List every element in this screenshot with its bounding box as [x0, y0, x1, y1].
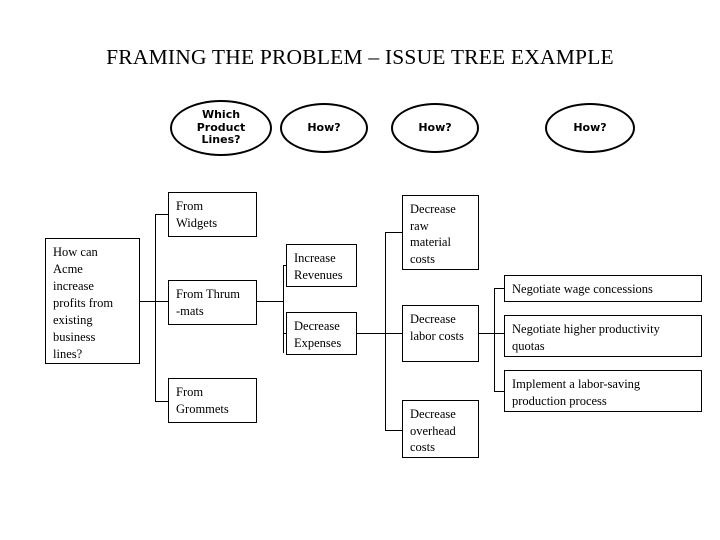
- node-line: raw: [410, 218, 429, 233]
- node-from-thrum-mats: From Thrum -mats: [168, 280, 257, 325]
- node-line: Increase: [294, 251, 336, 265]
- node-line: Decrease: [294, 319, 340, 333]
- connector-decrease-labor-costs-out: [479, 333, 505, 334]
- node-line: From Thrum: [176, 287, 241, 301]
- connector-to-from-thrum-mats: [155, 301, 169, 302]
- node-line: Decrease: [410, 202, 456, 216]
- connector-to-from-widgets: [155, 214, 169, 215]
- header-line: How?: [307, 120, 341, 134]
- node-line: labor costs: [410, 328, 464, 343]
- header-line: Product: [196, 120, 246, 134]
- header-which-product-lines: Which Product Lines?: [170, 100, 272, 156]
- page-title: FRAMING THE PROBLEM – ISSUE TREE EXAMPLE: [106, 45, 614, 69]
- node-line: From: [176, 199, 204, 213]
- node-line: Decrease: [410, 312, 456, 326]
- node-line: From: [176, 385, 204, 399]
- connector-to-decrease-raw-material-costs: [385, 232, 403, 233]
- connector-decrease-expenses-out: [357, 333, 386, 334]
- node-line: Widgets: [176, 215, 218, 230]
- connector-to-decrease-labor-costs: [385, 333, 403, 334]
- node-root-question: How can Acme increase profits from exist…: [45, 238, 140, 364]
- connector-to-negotiate-wage-concessions: [494, 288, 505, 289]
- header-line: How?: [418, 120, 452, 134]
- header-how-2: How?: [391, 103, 479, 153]
- connector-to-increase-revenues: [283, 265, 287, 266]
- node-line: -mats: [176, 303, 204, 318]
- connector-to-negotiate-higher-productivity-quotas: [494, 333, 505, 334]
- node-line: Acme: [53, 262, 83, 276]
- node-line: costs: [410, 440, 435, 454]
- node-line: How can: [53, 245, 98, 259]
- header-how-3: How?: [545, 103, 635, 153]
- node-line: business: [53, 330, 96, 344]
- node-line: existing: [53, 313, 93, 327]
- connector-root-out: [140, 301, 168, 302]
- node-line: Expenses: [294, 335, 342, 350]
- connector-level4-spine: [494, 288, 495, 392]
- node-line: costs: [410, 251, 435, 266]
- node-line: Negotiate wage concessions: [512, 282, 653, 296]
- node-decrease-expenses: Decrease Expenses: [286, 312, 357, 355]
- connector-to-decrease-expenses: [283, 333, 287, 334]
- node-line: Revenues: [294, 267, 343, 282]
- node-line: material: [410, 235, 451, 249]
- header-line: Lines?: [201, 133, 241, 147]
- connector-level1-spine: [155, 214, 156, 402]
- connector-to-implement-labor-saving-production-process: [494, 391, 505, 392]
- header-how-1: How?: [280, 103, 368, 153]
- node-negotiate-higher-productivity-quotas: Negotiate higher productivity quotas: [504, 315, 702, 357]
- connector-to-from-grommets: [155, 401, 169, 402]
- node-decrease-raw-material-costs: Decrease raw material costs: [402, 195, 479, 270]
- node-decrease-overhead-costs: Decrease overhead costs: [402, 400, 479, 458]
- connector-level2-spine: [283, 265, 284, 353]
- node-line: Grommets: [176, 401, 229, 416]
- node-line: increase: [53, 279, 94, 293]
- node-line: profits from: [53, 296, 114, 310]
- header-line: Which: [201, 108, 241, 122]
- node-line: Decrease: [410, 407, 456, 421]
- node-line: production process: [512, 393, 607, 408]
- connector-thrum-mats-out: [257, 301, 284, 302]
- node-increase-revenues: Increase Revenues: [286, 244, 357, 287]
- node-line: Implement a labor-saving: [512, 377, 641, 391]
- node-decrease-labor-costs: Decrease labor costs: [402, 305, 479, 362]
- node-from-grommets: From Grommets: [168, 378, 257, 423]
- node-negotiate-wage-concessions: Negotiate wage concessions: [504, 275, 702, 302]
- connector-to-decrease-overhead-costs: [385, 430, 403, 431]
- node-implement-labor-saving-production-process: Implement a labor-saving production proc…: [504, 370, 702, 412]
- connector-level3-spine: [385, 232, 386, 430]
- node-line: quotas: [512, 338, 545, 353]
- node-line: overhead: [410, 423, 456, 438]
- header-line: How?: [573, 120, 607, 134]
- node-line: Negotiate higher productivity: [512, 322, 660, 336]
- node-line: lines?: [53, 347, 83, 361]
- node-from-widgets: From Widgets: [168, 192, 257, 237]
